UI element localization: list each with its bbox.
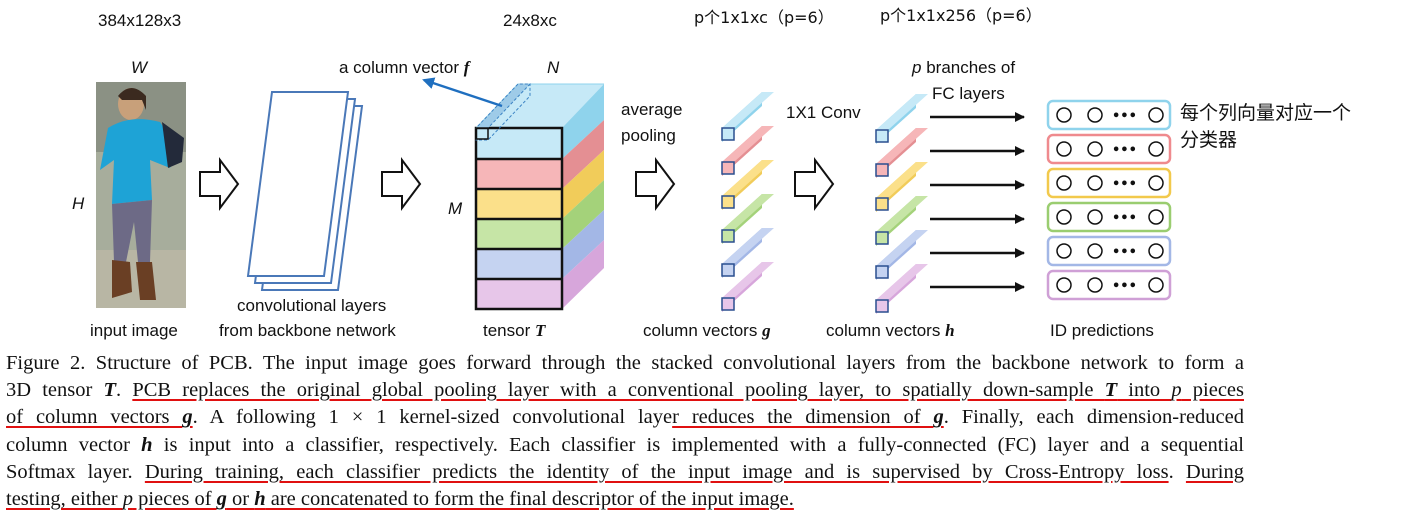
h-vector-1: [875, 94, 928, 144]
h-vector-3: [875, 162, 928, 212]
p-branches-label: p branches of: [912, 58, 1016, 77]
pcb-diagram: ••• ••• ••• ••• ••• •••: [96, 77, 1172, 314]
ellipsis-dots: •••: [1112, 143, 1137, 158]
g-vector-2: [721, 126, 774, 176]
input-image: [96, 82, 186, 308]
figure-caption: Figure 2. Structure of PCB. The input im…: [6, 350, 1244, 513]
tensor-label: tensor T: [483, 321, 546, 340]
ellipsis-dots: •••: [1112, 245, 1137, 260]
classifier-2: •••: [1046, 133, 1172, 165]
neuron-node: [1056, 107, 1072, 123]
tensor-T: [422, 77, 604, 311]
input-image-label: input image: [90, 321, 178, 340]
h-vector-5: [875, 230, 928, 280]
neuron-node: [1056, 175, 1072, 191]
caption-line-2: 3D tensor T. PCB replaces the original g…: [6, 379, 1244, 402]
classifier-1: •••: [1046, 99, 1172, 131]
g-vector-4: [721, 194, 774, 244]
h-vector-4: [875, 196, 928, 246]
hollow-arrow-4: [794, 157, 835, 211]
neuron-node: [1087, 175, 1103, 191]
caption-line-4: column vector h is input into a classifi…: [6, 433, 1244, 456]
neuron-node: [1148, 175, 1164, 191]
classifier-5: •••: [1046, 235, 1172, 267]
ellipsis-dots: •••: [1112, 279, 1137, 294]
classifiers: ••• ••• ••• ••• ••• •••: [1046, 99, 1172, 301]
hollow-arrow-2: [381, 157, 422, 211]
conv-layers-stack: [246, 91, 364, 291]
neuron-node: [1087, 107, 1103, 123]
caption-line-5: Softmax layer. During training, each cla…: [6, 460, 1244, 483]
neuron-node: [1148, 277, 1164, 293]
caption-line-3: of column vectors g. A following 1 × 1 k…: [6, 406, 1245, 429]
neuron-node: [1087, 141, 1103, 157]
neuron-node: [1148, 209, 1164, 225]
neuron-node: [1087, 243, 1103, 259]
ellipsis-dots: •••: [1112, 211, 1137, 226]
m-label: M: [448, 199, 463, 218]
fc-branch-arrows: [930, 112, 1025, 292]
neuron-node: [1148, 243, 1164, 259]
neuron-node: [1056, 141, 1072, 157]
conv1x1-label: 1X1 Conv: [786, 103, 861, 122]
height-label: H: [72, 194, 85, 213]
neuron-node: [1056, 243, 1072, 259]
column-vectors-g-label: column vectors g: [643, 321, 771, 340]
h-dims-label: p个1x1x256（p=6）: [880, 6, 1042, 25]
neuron-node: [1056, 277, 1072, 293]
classifier-6: •••: [1046, 269, 1172, 301]
caption-line-1: Figure 2. Structure of PCB. The input im…: [6, 352, 1244, 374]
classifier-3: •••: [1046, 167, 1172, 199]
average-label: average: [621, 100, 683, 119]
g-vector-1: [721, 92, 774, 142]
input-dims-label: 384x128x3: [98, 11, 182, 30]
id-predictions-label: ID predictions: [1050, 321, 1154, 340]
column-vectors-h-label: column vectors h: [826, 321, 955, 340]
caption-line-6: testing, either p pieces of g or h are c…: [6, 488, 794, 511]
neuron-node: [1148, 141, 1164, 157]
width-label: W: [131, 58, 148, 77]
g-vector-5: [721, 228, 774, 278]
ellipsis-dots: •••: [1112, 109, 1137, 124]
hollow-arrow-3: [635, 157, 676, 211]
neuron-node: [1087, 209, 1103, 225]
h-vector-2: [875, 128, 928, 178]
h-vector-6: [875, 264, 928, 314]
neuron-node: [1056, 209, 1072, 225]
conv-layers-label: convolutional layers: [237, 296, 387, 315]
column-vectors-h: [875, 94, 928, 314]
fc-layers-label: FC layers: [932, 84, 1005, 103]
g-vector-6: [721, 262, 774, 312]
g-dims-label: p个1x1xc（p=6）: [694, 8, 834, 27]
neuron-node: [1148, 107, 1164, 123]
tensor-dims-label: 24x8xc: [503, 11, 557, 30]
g-vector-3: [721, 160, 774, 210]
neuron-node: [1087, 277, 1103, 293]
ellipsis-dots: •••: [1112, 177, 1137, 192]
column-vectors-g: [721, 92, 774, 312]
backbone-label: from backbone network: [219, 321, 396, 340]
classifier-4: •••: [1046, 201, 1172, 233]
hollow-arrow-1: [199, 157, 240, 211]
pooling-label: pooling: [621, 126, 676, 145]
cn-note-line1: 每个列向量对应一个: [1180, 102, 1352, 124]
n-label: N: [547, 58, 560, 77]
column-vector-f-label: a column vector f: [339, 58, 470, 77]
cn-note-line2: 分类器: [1180, 129, 1238, 151]
